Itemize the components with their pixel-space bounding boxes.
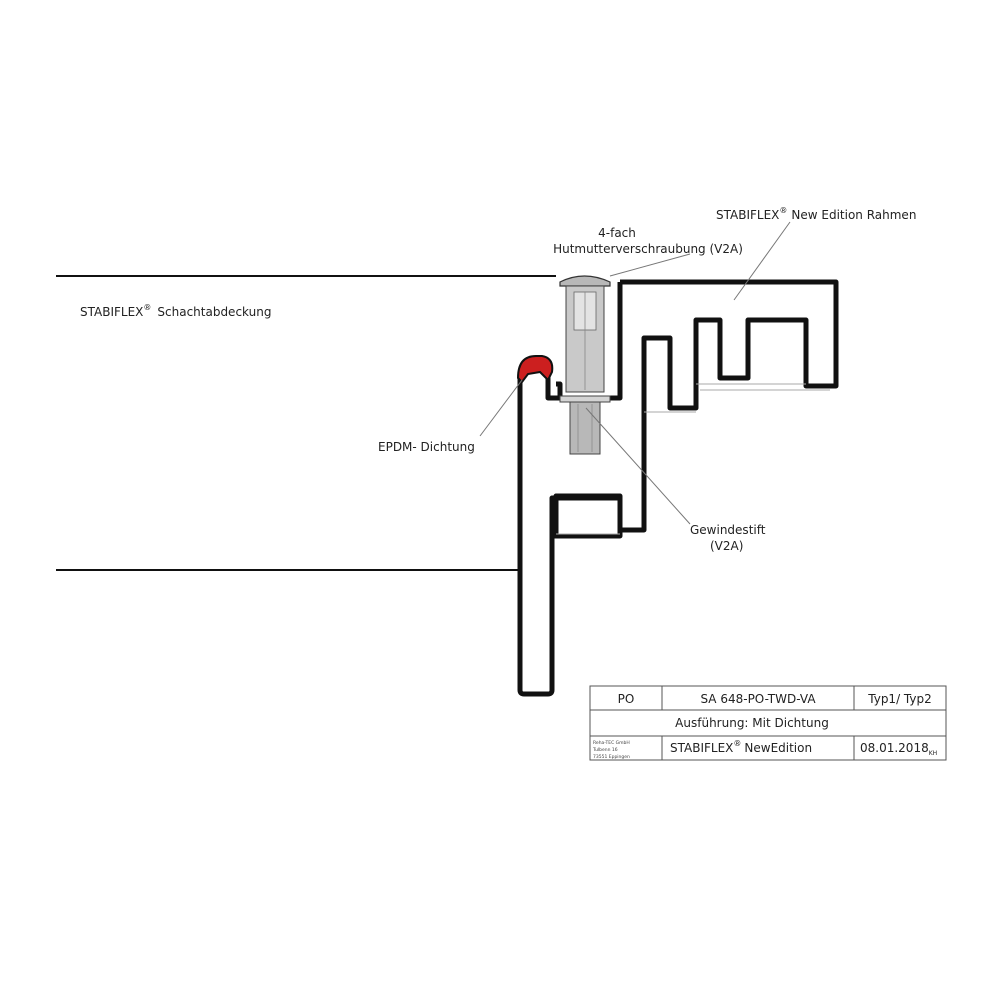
construction-lines <box>556 383 830 535</box>
gasket-label: EPDM- Dichtung <box>378 440 475 454</box>
screw-label-line2: Hutmutterverschraubung (V2A) <box>553 242 743 256</box>
title-code: SA 648-PO-TWD-VA <box>700 692 816 706</box>
cover-plate-outline <box>56 275 556 571</box>
washer <box>559 395 611 403</box>
title-block <box>589 685 947 761</box>
skirt-lower-hook <box>549 495 620 536</box>
pin-label-line1: Gewindestift <box>690 523 766 537</box>
title-execution: Ausführung: Mit Dichtung <box>675 716 829 730</box>
pin-label-line2: (V2A) <box>710 539 743 553</box>
title-date: 08.01.2018KH <box>860 741 937 757</box>
frame-label: STABIFLEX®New Edition Rahmen <box>716 206 916 222</box>
frame-profile-outline <box>553 279 839 534</box>
company-line2: Tulbenn 16 <box>592 747 618 753</box>
screw-label-line1: 4-fach <box>598 226 636 240</box>
cap-nut <box>559 275 611 287</box>
epdm-gasket <box>516 355 554 384</box>
title-product: STABIFLEX®NewEdition <box>670 739 812 755</box>
company-line1: Reha-TEC GmbH <box>593 740 630 746</box>
leader-lines <box>479 221 791 525</box>
threaded-pin <box>569 401 601 455</box>
title-type: Typ1/ Typ2 <box>867 692 932 706</box>
title-po: PO <box>618 692 635 706</box>
cover-label: STABIFLEX®Schachtabdeckung <box>80 303 271 319</box>
company-line3: 73551 Eppingen <box>593 754 630 760</box>
